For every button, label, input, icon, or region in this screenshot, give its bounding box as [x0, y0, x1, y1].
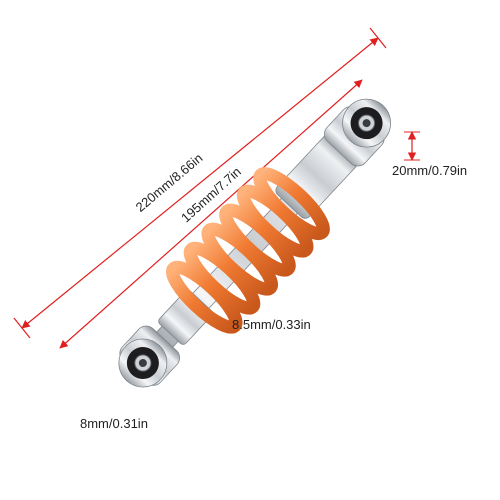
spring-wire-label: 8.5mm/0.33in — [232, 317, 311, 332]
shock-absorber — [118, 98, 391, 388]
upper-mounting-eye — [324, 98, 391, 167]
coil-spring — [165, 167, 330, 334]
bushing-bore-label: 8mm/0.31in — [80, 416, 148, 431]
lower-mounting-eye — [118, 325, 180, 388]
eye-width-dimension-line — [404, 131, 420, 161]
eye-width-label: 20mm/0.79in — [392, 163, 467, 178]
eye-to-eye-dimension-line — [59, 79, 363, 349]
